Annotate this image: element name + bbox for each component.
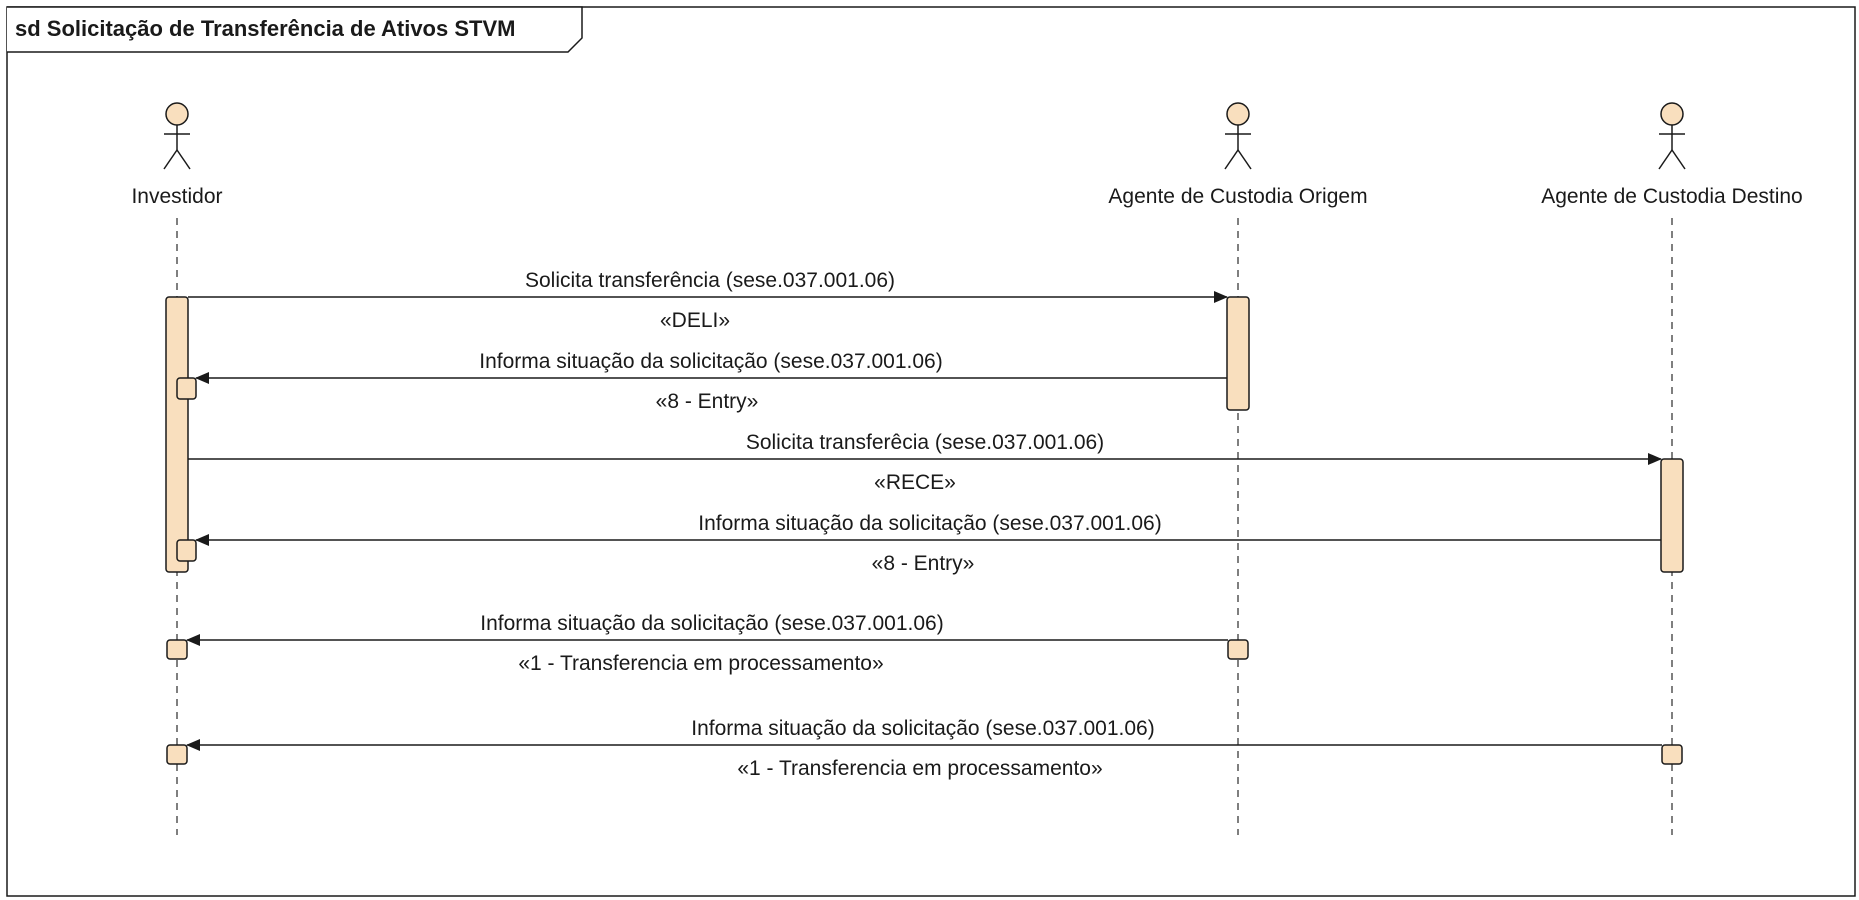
actor-label: Investidor — [131, 185, 222, 208]
message-informa-situacao-origem-processamento: Informa situação da solicitação (sese.03… — [186, 612, 1228, 675]
message-label: Informa situação da solicitação (sese.03… — [479, 350, 942, 373]
activation-nub — [166, 744, 188, 765]
message-stereotype: «1 - Transferencia em processamento» — [737, 757, 1102, 780]
message-solicita-transferencia-origem: Solicita transferência (sese.037.001.06)… — [188, 269, 1228, 332]
message-informa-situacao-origem-entry: Informa situação da solicitação (sese.03… — [195, 350, 1227, 413]
actor-stick-figure-icon — [1224, 102, 1252, 170]
message-label: Solicita transferência (sese.037.001.06) — [525, 269, 895, 292]
activation-nub — [1661, 744, 1683, 765]
activation-nub — [1227, 639, 1249, 660]
message-informa-situacao-destino-processamento: Informa situação da solicitação (sese.03… — [186, 717, 1662, 780]
message-label: Informa situação da solicitação (sese.03… — [480, 612, 943, 635]
activation-nub — [176, 539, 197, 562]
actor-investidor: Investidor — [131, 102, 223, 835]
message-stereotype: «8 - Entry» — [872, 552, 975, 575]
diagram-frame: sd Solicitação de Transferência de Ativo… — [6, 6, 1856, 897]
actor-label: Agente de Custodia Origem — [1108, 185, 1367, 208]
message-label: Informa situação da solicitação (sese.03… — [691, 717, 1154, 740]
activation-bars — [165, 296, 1684, 765]
actor-label: Agente de Custodia Destino — [1541, 185, 1803, 208]
frame-border — [6, 6, 1856, 897]
frame-title-tab — [7, 6, 583, 53]
actor-agente-custodia-origem: Agente de Custodia Origem — [1108, 102, 1368, 835]
actor-agente-custodia-destino: Agente de Custodia Destino — [1541, 102, 1803, 835]
message-stereotype: «8 - Entry» — [656, 390, 759, 413]
message-label: Informa situação da solicitação (sese.03… — [698, 512, 1161, 535]
actor-stick-figure-icon — [163, 102, 191, 170]
activation-bar-destino — [1660, 458, 1684, 573]
activation-bar-investidor — [165, 296, 189, 573]
message-stereotype: «DELI» — [660, 309, 730, 332]
activation-nub — [166, 639, 188, 660]
message-stereotype: «1 - Transferencia em processamento» — [518, 652, 883, 675]
message-informa-situacao-destino-entry: Informa situação da solicitação (sese.03… — [195, 512, 1661, 575]
actor-stick-figure-icon — [1658, 102, 1686, 170]
message-stereotype: «RECE» — [874, 471, 956, 494]
activation-bar-origem — [1226, 296, 1250, 411]
activation-nub — [176, 377, 197, 400]
message-solicita-transferencia-destino: Solicita transferêcia (sese.037.001.06) … — [188, 431, 1662, 494]
message-label: Solicita transferêcia (sese.037.001.06) — [746, 431, 1104, 454]
frame-title: sd Solicitação de Transferência de Ativo… — [15, 16, 515, 41]
